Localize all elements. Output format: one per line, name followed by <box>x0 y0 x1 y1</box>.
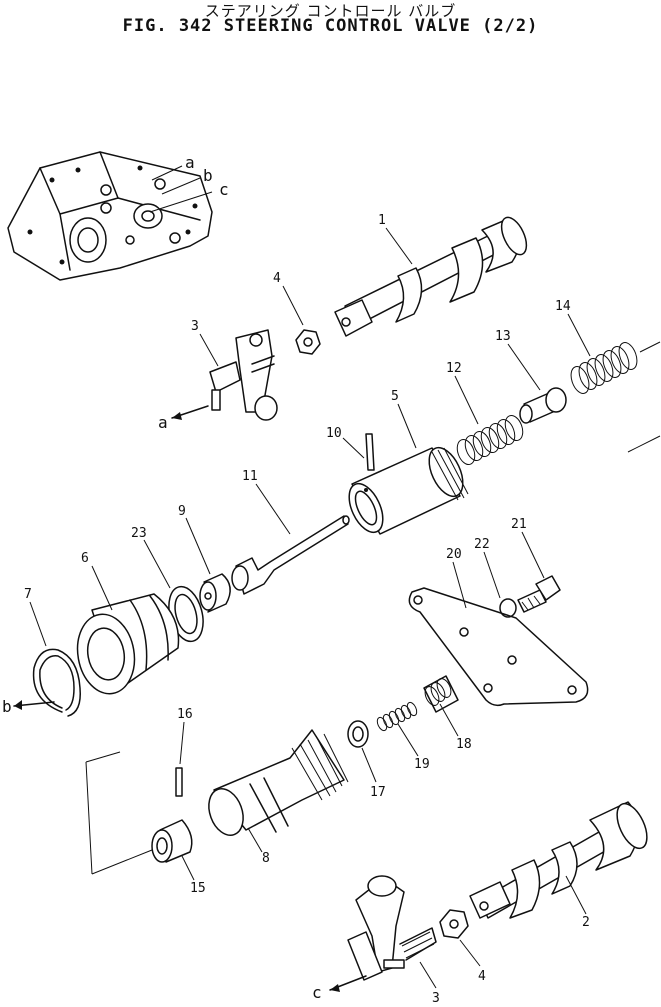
callout-22: 22 <box>474 537 490 552</box>
callout-19: 19 <box>414 757 430 772</box>
bolt-part-21 <box>517 575 561 613</box>
callout-23: 23 <box>131 526 147 541</box>
callout-11: 11 <box>242 469 258 484</box>
plug-part-13 <box>519 387 567 424</box>
nut-part-4-lower <box>439 909 469 939</box>
callout-4-lower: 4 <box>478 969 486 984</box>
sleeve-part-5 <box>348 446 469 535</box>
washer-part-22 <box>499 598 517 618</box>
rod-part-11 <box>231 515 350 595</box>
callout-17: 17 <box>370 785 386 800</box>
spool-part-2 <box>469 801 648 919</box>
plug-part-18 <box>423 675 459 713</box>
pin-part-10 <box>365 433 375 471</box>
view-marker-lines <box>149 165 213 213</box>
callout-2: 2 <box>582 915 590 930</box>
seat-part-17 <box>347 720 369 748</box>
nut-part-4-upper <box>295 329 321 355</box>
callout-20: 20 <box>446 547 462 562</box>
view-letter-a-arrow: a <box>158 413 168 432</box>
callout-8: 8 <box>262 851 270 866</box>
callout-3-upper: 3 <box>191 319 199 334</box>
reference-bracket-left <box>85 751 153 875</box>
view-letter-c: c <box>219 180 229 199</box>
callout-6: 6 <box>81 551 89 566</box>
callout-21: 21 <box>511 517 527 532</box>
callout-14: 14 <box>555 299 571 314</box>
spring-part-14 <box>570 342 638 394</box>
callout-12: 12 <box>446 361 462 376</box>
lever-part-3-lower <box>347 875 437 981</box>
spool-part-1 <box>334 216 528 337</box>
view-letter-a: a <box>185 153 195 172</box>
spring-part-19 <box>376 701 418 732</box>
pin-part-16 <box>175 767 183 797</box>
callout-13: 13 <box>495 329 511 344</box>
plate-part-20 <box>408 587 589 707</box>
lever-part-3-upper <box>209 329 278 421</box>
view-letter-b: b <box>203 166 213 185</box>
cap-part-15 <box>151 819 193 863</box>
callout-4-upper: 4 <box>273 271 281 286</box>
callout-18: 18 <box>456 737 472 752</box>
callout-10: 10 <box>326 426 342 441</box>
callout-7: 7 <box>24 587 32 602</box>
piston-part-8 <box>208 729 349 836</box>
valve-body-housing <box>7 151 213 281</box>
figure-title: FIG. 342 STEERING CONTROL VALVE (2/2) <box>122 16 539 36</box>
housing-part-6 <box>76 593 180 695</box>
callout-9: 9 <box>178 504 186 519</box>
view-letter-c-arrow: c <box>312 983 322 1002</box>
reference-bracket-right <box>627 341 661 453</box>
title-japanese: ステアリング コントロール バルブ <box>204 2 457 20</box>
callout-1: 1 <box>378 213 386 228</box>
snap-ring-part-7 <box>32 648 81 717</box>
callout-15: 15 <box>190 881 206 896</box>
spring-part-12 <box>456 414 524 466</box>
washer-part-9 <box>199 573 231 613</box>
callout-16: 16 <box>177 707 193 722</box>
callout-3-lower: 3 <box>432 991 440 1006</box>
view-letter-b-arrow: b <box>2 697 12 716</box>
callout-5: 5 <box>391 389 399 404</box>
